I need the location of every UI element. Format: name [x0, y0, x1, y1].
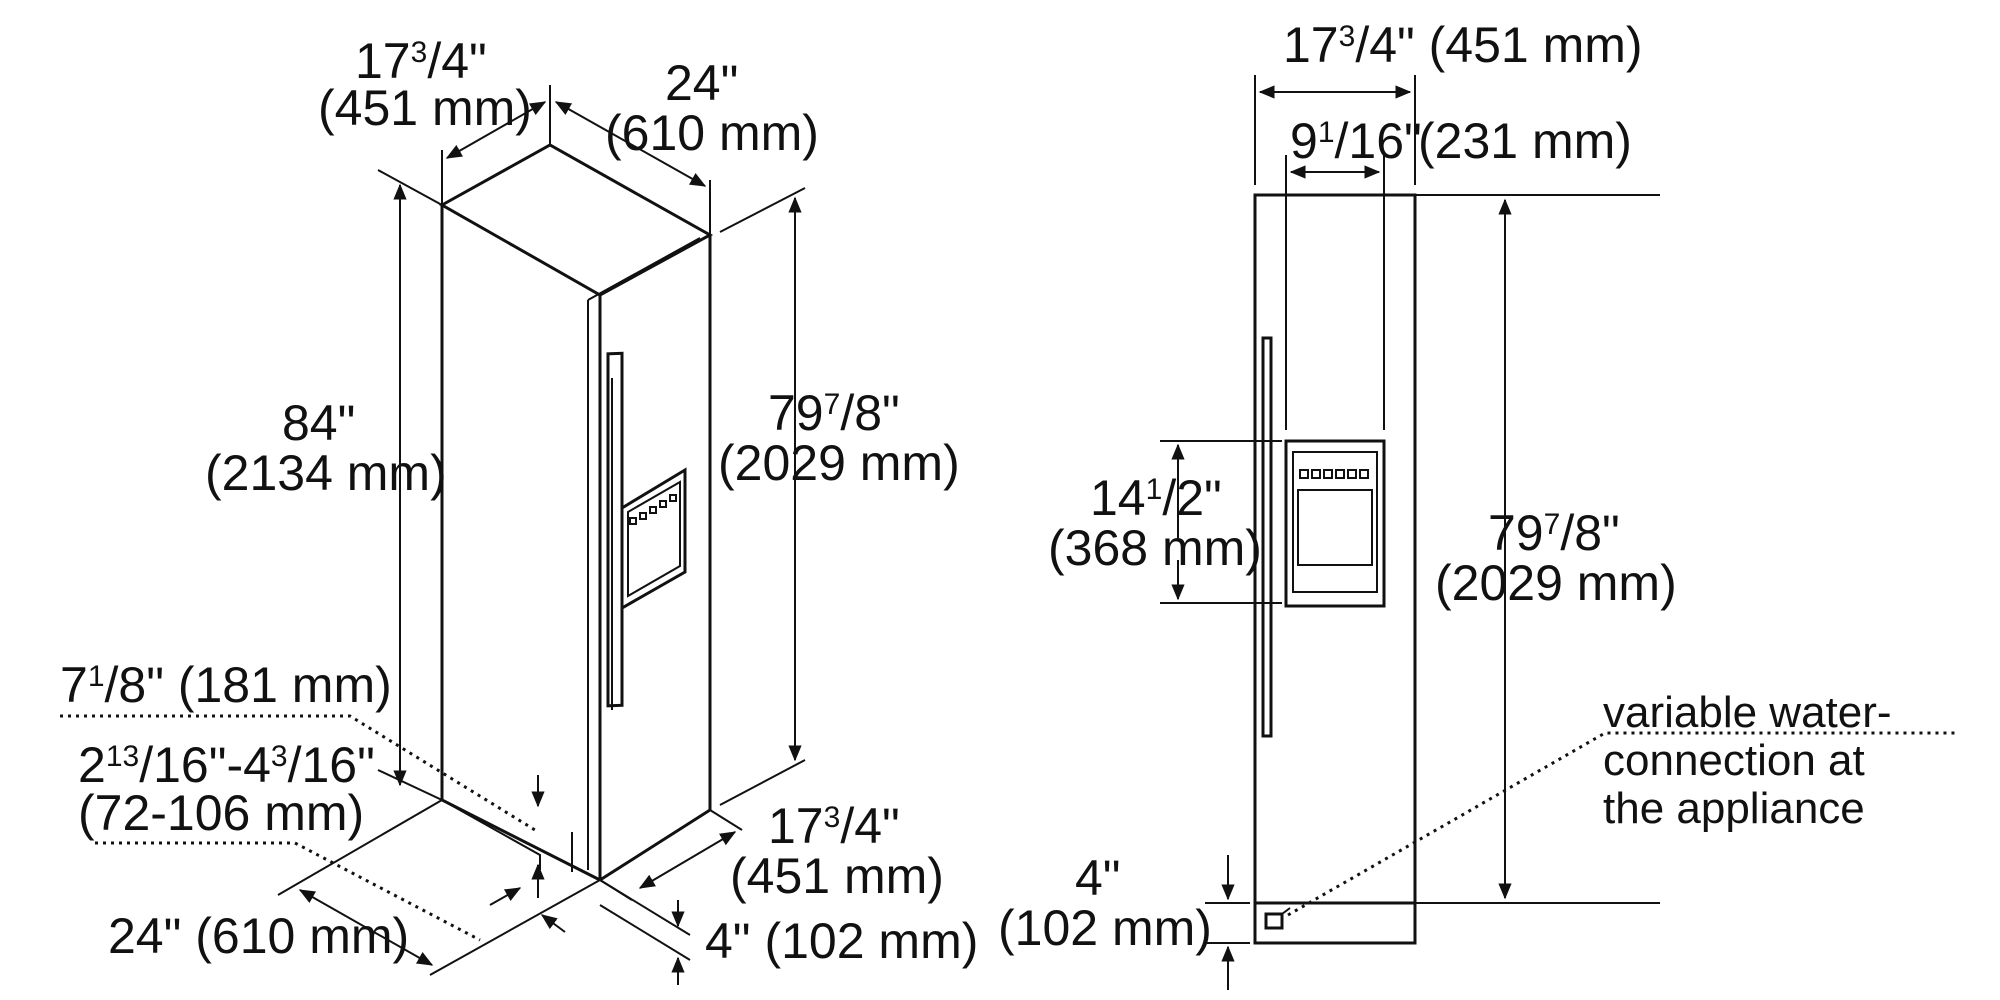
svg-text:213/16"-43/16": 213/16"-43/16": [78, 737, 375, 793]
front-dispenser: [1284, 439, 1386, 608]
base-depth-label: 24" (610 mm): [108, 908, 409, 964]
svg-text:173/4" (451 mm): 173/4" (451 mm): [1283, 17, 1643, 73]
svg-text:(72-106 mm): (72-106 mm): [78, 785, 364, 841]
overall-width-label: 173/4" (451 mm): [1283, 17, 1643, 73]
dim-lines-left: [60, 85, 806, 985]
base-gap-label: 4" (102 mm): [705, 913, 978, 969]
dispenser-height-label: 141/2" (368 mm): [1048, 470, 1262, 576]
dispenser-buttons: [629, 494, 677, 525]
svg-text:(451 mm): (451 mm): [318, 80, 532, 136]
svg-text:797/8": 797/8": [1488, 505, 1620, 561]
toe-kick-height-label: 71/8" (181 mm): [60, 657, 392, 713]
cabinet-height-label-right: 797/8" (2029 mm): [1435, 505, 1677, 611]
svg-text:797/8": 797/8": [768, 385, 900, 441]
svg-text:4" (102 mm): 4" (102 mm): [705, 913, 978, 969]
svg-text:141/2": 141/2": [1090, 470, 1222, 526]
door-handle: [606, 351, 624, 710]
svg-text:24" (610 mm): 24" (610 mm): [108, 908, 409, 964]
svg-text:(2029 mm): (2029 mm): [718, 435, 960, 491]
svg-text:connection at: connection at: [1603, 736, 1865, 785]
svg-text:(102 mm): (102 mm): [998, 900, 1212, 956]
svg-text:91/16": 91/16": [1290, 113, 1422, 169]
svg-text:173/4": 173/4": [355, 33, 487, 89]
total-height-label: 84" (2134 mm): [205, 395, 447, 501]
svg-text:(231 mm): (231 mm): [1418, 113, 1632, 169]
front-door-handle: [1261, 336, 1273, 738]
dispenser-width-label: 91/16" (231 mm): [1290, 113, 1632, 169]
dispenser: [620, 467, 687, 611]
water-connection-icon: [1264, 907, 1291, 930]
svg-text:(2029 mm): (2029 mm): [1435, 555, 1677, 611]
svg-text:(610 mm): (610 mm): [605, 105, 819, 161]
svg-text:the appliance: the appliance: [1603, 784, 1865, 833]
cabinet-outline: [438, 143, 714, 882]
front-cabinet-outline: [1253, 193, 1660, 945]
front-dispenser-buttons: [1299, 469, 1369, 479]
dim-lines-right: [1160, 75, 1955, 990]
svg-text:84": 84": [282, 395, 355, 451]
svg-text:(368 mm): (368 mm): [1048, 520, 1262, 576]
water-connection-note: variable water- connection at the applia…: [1603, 688, 1892, 833]
base-width-label: 173/4" (451 mm): [730, 798, 944, 904]
isometric-view: 173/4" (451 mm) 24" (610 mm) 84" (2134 m…: [60, 33, 978, 985]
top-width-label: 173/4" (451 mm): [318, 33, 532, 136]
svg-text:173/4": 173/4": [768, 798, 900, 854]
front-view: 173/4" (451 mm) 91/16" (231 mm) 141/2" (…: [998, 17, 1955, 990]
cabinet-height-label-left: 797/8" (2029 mm): [718, 385, 960, 491]
svg-text:(451 mm): (451 mm): [730, 848, 944, 904]
svg-text:4": 4": [1075, 850, 1121, 906]
top-depth-label: 24" (610 mm): [605, 55, 819, 161]
toe-kick-depth-label: 213/16"-43/16" (72-106 mm): [78, 737, 375, 841]
svg-text:variable water-: variable water-: [1603, 688, 1892, 737]
svg-text:24": 24": [665, 55, 738, 111]
svg-text:71/8" (181 mm): 71/8" (181 mm): [60, 657, 392, 713]
base-height-label: 4" (102 mm): [998, 850, 1212, 956]
svg-text:(2134 mm): (2134 mm): [205, 445, 447, 501]
